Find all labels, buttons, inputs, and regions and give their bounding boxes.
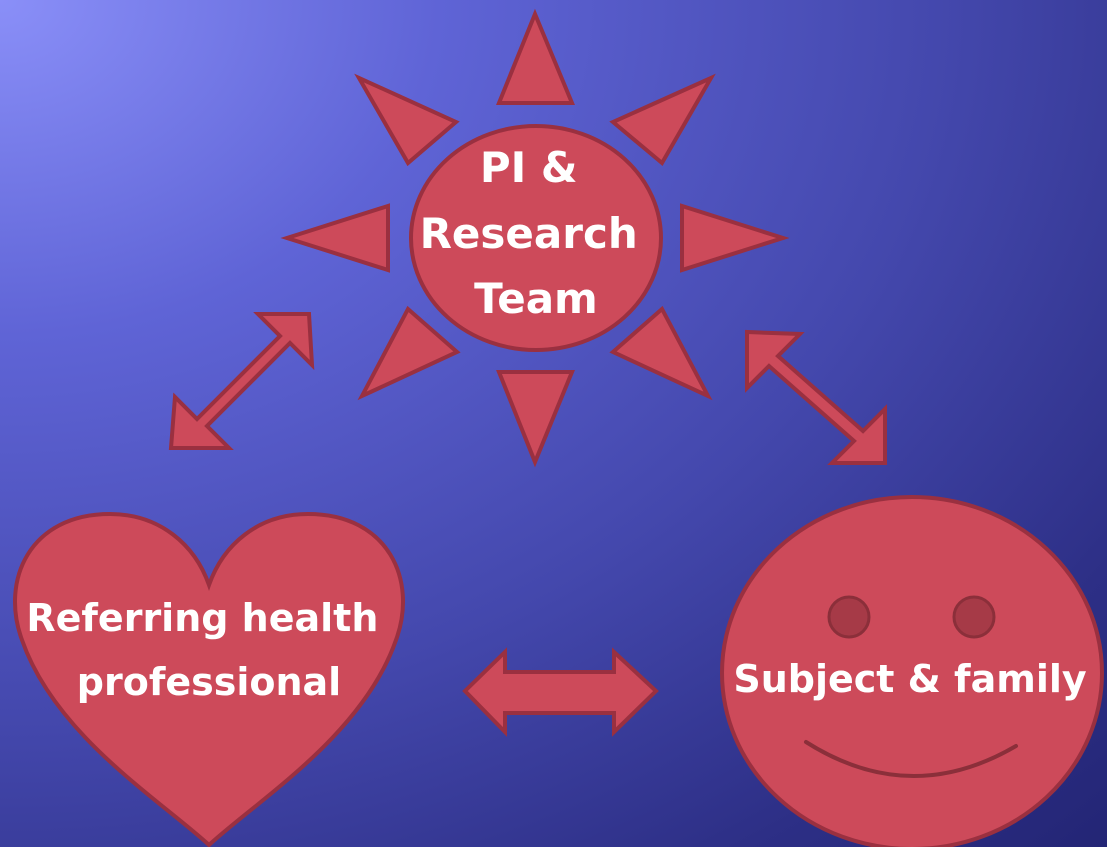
sun-ray-top-left: [354, 73, 460, 167]
referring-label-line-1: Referring health: [26, 596, 378, 640]
mouth-icon: [804, 740, 1018, 778]
sun-ray-bottom-left: [357, 305, 461, 401]
arrow-pi-referring: [168, 312, 315, 450]
sun-ray-top: [496, 8, 575, 105]
sun-ray-left: [280, 203, 390, 273]
double-arrow-icon: [462, 647, 659, 737]
right-eye-icon: [952, 595, 996, 639]
heart-node-referring: Referring health professional: [13, 511, 405, 847]
double-arrow-icon: [168, 312, 315, 450]
arrow-referring-subject: [462, 647, 659, 737]
smiley-face-shape: [720, 495, 1104, 847]
pi-team-label-line-3: Team: [474, 274, 598, 323]
sun-core: [409, 124, 663, 352]
left-eye-icon: [827, 595, 871, 639]
referring-label: Referring health professional: [26, 596, 391, 704]
sun-ray-right: [680, 203, 790, 273]
smiley-node-subject: Subject & family: [720, 495, 1104, 847]
pi-team-label: PI & Research Team: [420, 143, 653, 323]
double-arrow-icon: [745, 329, 887, 465]
subject-label: Subject & family: [733, 657, 1087, 701]
referring-label-line-2: professional: [77, 660, 341, 704]
pi-team-label-line-2: Research: [420, 209, 638, 258]
sun-ray-bottom: [496, 370, 575, 468]
sun-node-pi-team: PI & Research Team: [280, 8, 790, 468]
pi-team-label-line-1: PI &: [480, 143, 578, 192]
arrow-pi-subject: [745, 329, 887, 465]
sun-ray-top-right: [609, 73, 716, 167]
heart-shape: [13, 511, 405, 847]
sun-ray-bottom-right: [609, 305, 713, 401]
